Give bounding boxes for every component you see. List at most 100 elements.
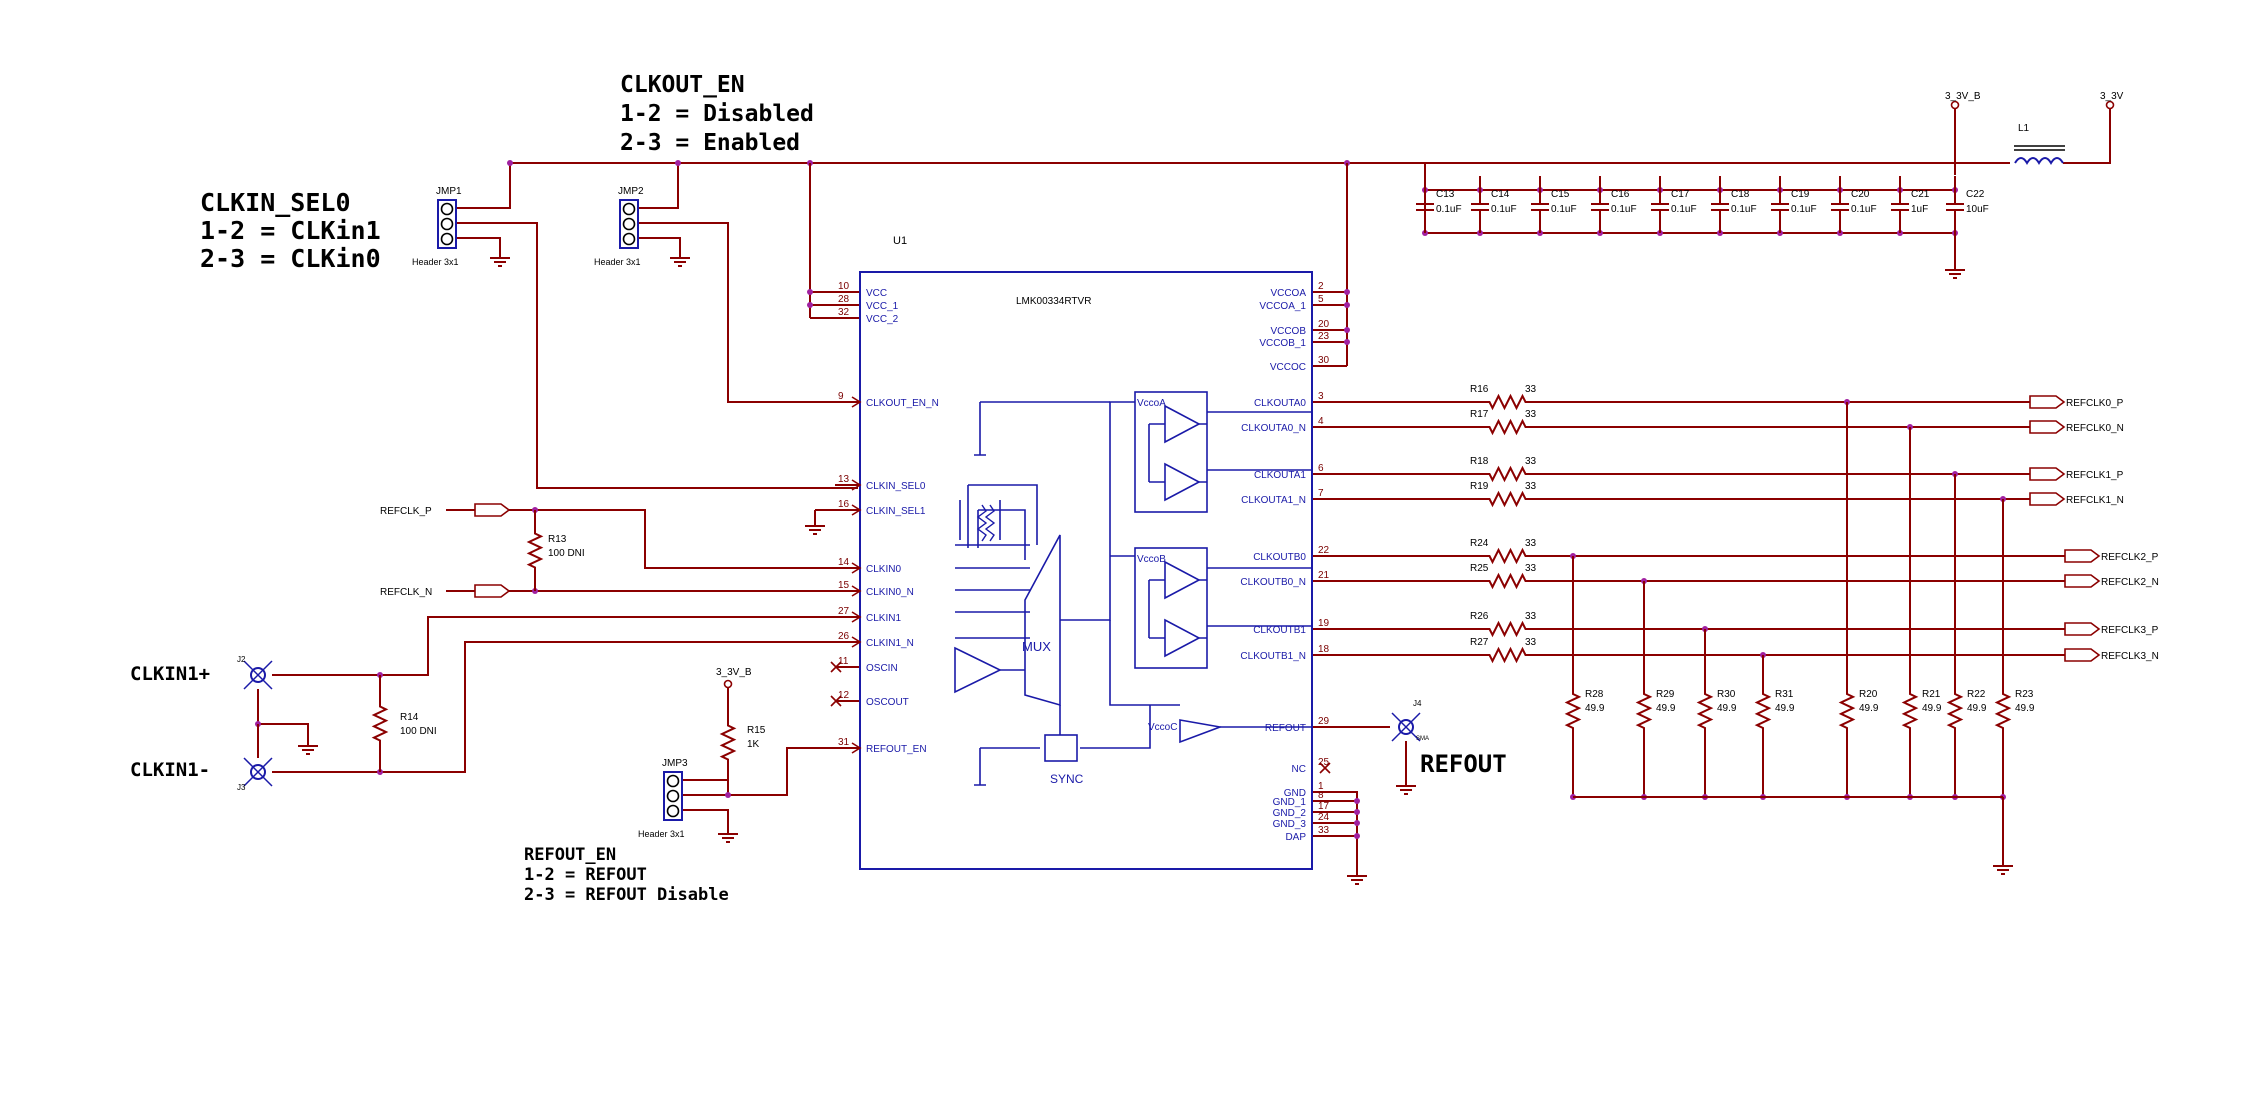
resistor-ref-R18: R18: [1470, 456, 1489, 467]
resistor-value-R20: 49.9: [1859, 703, 1879, 714]
ic-pin-vccob: VCCOB: [1270, 326, 1306, 337]
resistor-R15: [719, 710, 737, 775]
header-pin: [622, 232, 636, 246]
bank-b-label: VccoB: [1137, 554, 1166, 565]
bank-a-label: VccoA: [1137, 398, 1166, 409]
mux-label: MUX: [1022, 639, 1051, 654]
ic-pin-num-13: 13: [838, 474, 850, 485]
pin-arrow: [851, 636, 862, 648]
resistor-R31: [1754, 682, 1772, 740]
ground-symbol: [1347, 868, 1367, 885]
bank-outputs: [1207, 411, 1312, 627]
ic-pin-vccoa: VCCOA: [1270, 288, 1306, 299]
refout-label: REFOUT: [1420, 750, 1507, 778]
clkin-minus-label: CLKIN1-: [130, 759, 210, 781]
cap-value-C15: 0.1uF: [1551, 204, 1577, 215]
ic-pin-num-22: 22: [1318, 545, 1330, 556]
resistor-R22: [1946, 682, 1964, 740]
ic-pin-num-10: 10: [838, 281, 850, 292]
resistor-R26: [1475, 620, 1540, 638]
resistor-ref-R23: R23: [2015, 689, 2034, 700]
junction-dot: [1344, 327, 1350, 333]
ground-symbol: [298, 738, 318, 755]
ic-pin-num-27: 27: [838, 606, 850, 617]
ic-pin-num-9: 9: [838, 391, 844, 402]
header-pin: [440, 202, 454, 216]
ic-pin-clkin1: CLKIN1: [866, 613, 901, 624]
sel-resistor-stubs: [959, 500, 1001, 540]
ic-pin-gnd_2: GND_2: [1273, 808, 1307, 819]
ic-pin-dap: DAP: [1285, 832, 1306, 843]
resistor-value-R14: 100 DNI: [400, 726, 437, 737]
resistor-ref-R31: R31: [1775, 689, 1794, 700]
net-label-REFCLK2_N: REFCLK2_N: [2101, 577, 2159, 588]
header-pin: [666, 804, 680, 818]
resistor-value-R25: 33: [1525, 563, 1537, 574]
jumper-ref-JMP2: JMP2: [618, 186, 644, 197]
ic-pin-vccob_1: VCCOB_1: [1259, 338, 1306, 349]
net-flag-REFCLK1_P: [2029, 467, 2066, 481]
clkin-sel0-note: 1-2 = CLKin1: [200, 216, 381, 245]
resistor-value-R27: 33: [1525, 637, 1537, 648]
ic-ref: U1: [893, 235, 907, 247]
gnd-bus: [1312, 791, 1358, 868]
ic-pin-num-5: 5: [1318, 294, 1324, 305]
vccoa-wire: [1312, 163, 1348, 293]
resistor-ref-R19: R19: [1470, 481, 1489, 492]
ic-part-number: LMK00334RTVR: [1016, 296, 1091, 307]
connector-cross: [243, 660, 273, 690]
resistor-R14: [371, 675, 389, 772]
ic-pin-refout: REFOUT: [1265, 723, 1306, 734]
resistor-value-R22: 49.9: [1967, 703, 1987, 714]
bank-a-buffer-b: [1164, 462, 1201, 502]
jmp3-pin2-refout-en: [682, 747, 835, 796]
resistor-value-R15: 1K: [747, 739, 760, 750]
pin-arrow: [851, 611, 862, 623]
cap-value-C22: 10uF: [1966, 204, 1989, 215]
resistor-ref-R29: R29: [1656, 689, 1675, 700]
junction-dot: [807, 302, 813, 308]
no-connect-mark: [830, 695, 842, 707]
ground-symbol: [1945, 262, 1965, 279]
ic-pin-num-4: 4: [1318, 416, 1324, 427]
jumper-ref-JMP3: JMP3: [662, 758, 688, 769]
connector-J4-ref: J4: [1413, 699, 1422, 708]
connector-J2: [250, 667, 266, 683]
net-flag-REFCLK3_N: [2064, 648, 2101, 662]
net-label-REFCLK0_P: REFCLK0_P: [2066, 398, 2124, 409]
ic-pin-num-14: 14: [838, 557, 850, 568]
cap-value-C13: 0.1uF: [1436, 204, 1462, 215]
connector-cross: [243, 757, 273, 787]
resistor-value-R21: 49.9: [1922, 703, 1942, 714]
ic-pin-num-1: 1: [1318, 781, 1324, 792]
resistor-R27: [1475, 646, 1540, 664]
resistor-R16: [1475, 393, 1540, 411]
ic-pin-num-33: 33: [1318, 825, 1330, 836]
ic-pin-clkouta0_n: CLKOUTA0_N: [1241, 423, 1306, 434]
resistor-value-R19: 33: [1525, 481, 1537, 492]
ic-pin-num-17: 17: [1318, 801, 1330, 812]
sel0-line: [968, 484, 1038, 545]
bank-b-bus: [1148, 579, 1165, 639]
clkout-en-note: CLKOUT_EN: [620, 72, 745, 98]
clkin-sel0-note: CLKIN_SEL0: [200, 188, 351, 217]
resistor-ref-R15: R15: [747, 725, 766, 736]
ic-pin-num-18: 18: [1318, 644, 1330, 655]
net-label-refclk-n: REFCLK_N: [380, 587, 432, 598]
pin-arrow: [851, 479, 862, 491]
clkin0-p: [509, 509, 835, 569]
ic-pin-clkouta1_n: CLKOUTA1_N: [1241, 495, 1306, 506]
header-pin: [666, 789, 680, 803]
connector-cross: [1391, 712, 1421, 742]
ic-pin-oscin: OSCIN: [866, 663, 898, 674]
resistor-R24: [1475, 547, 1540, 565]
jmp1-pin2-clkin-sel0: [456, 222, 858, 489]
resistor-R25: [1475, 572, 1540, 590]
jmp1-pin3: [456, 237, 501, 250]
jmp2-pin1: [638, 163, 679, 209]
connector-J3-ref: J3: [237, 783, 246, 792]
ic-pin-vccoa_1: VCCOA_1: [1259, 301, 1306, 312]
component-layer: [243, 100, 2115, 885]
junction-dot: [1354, 798, 1360, 804]
